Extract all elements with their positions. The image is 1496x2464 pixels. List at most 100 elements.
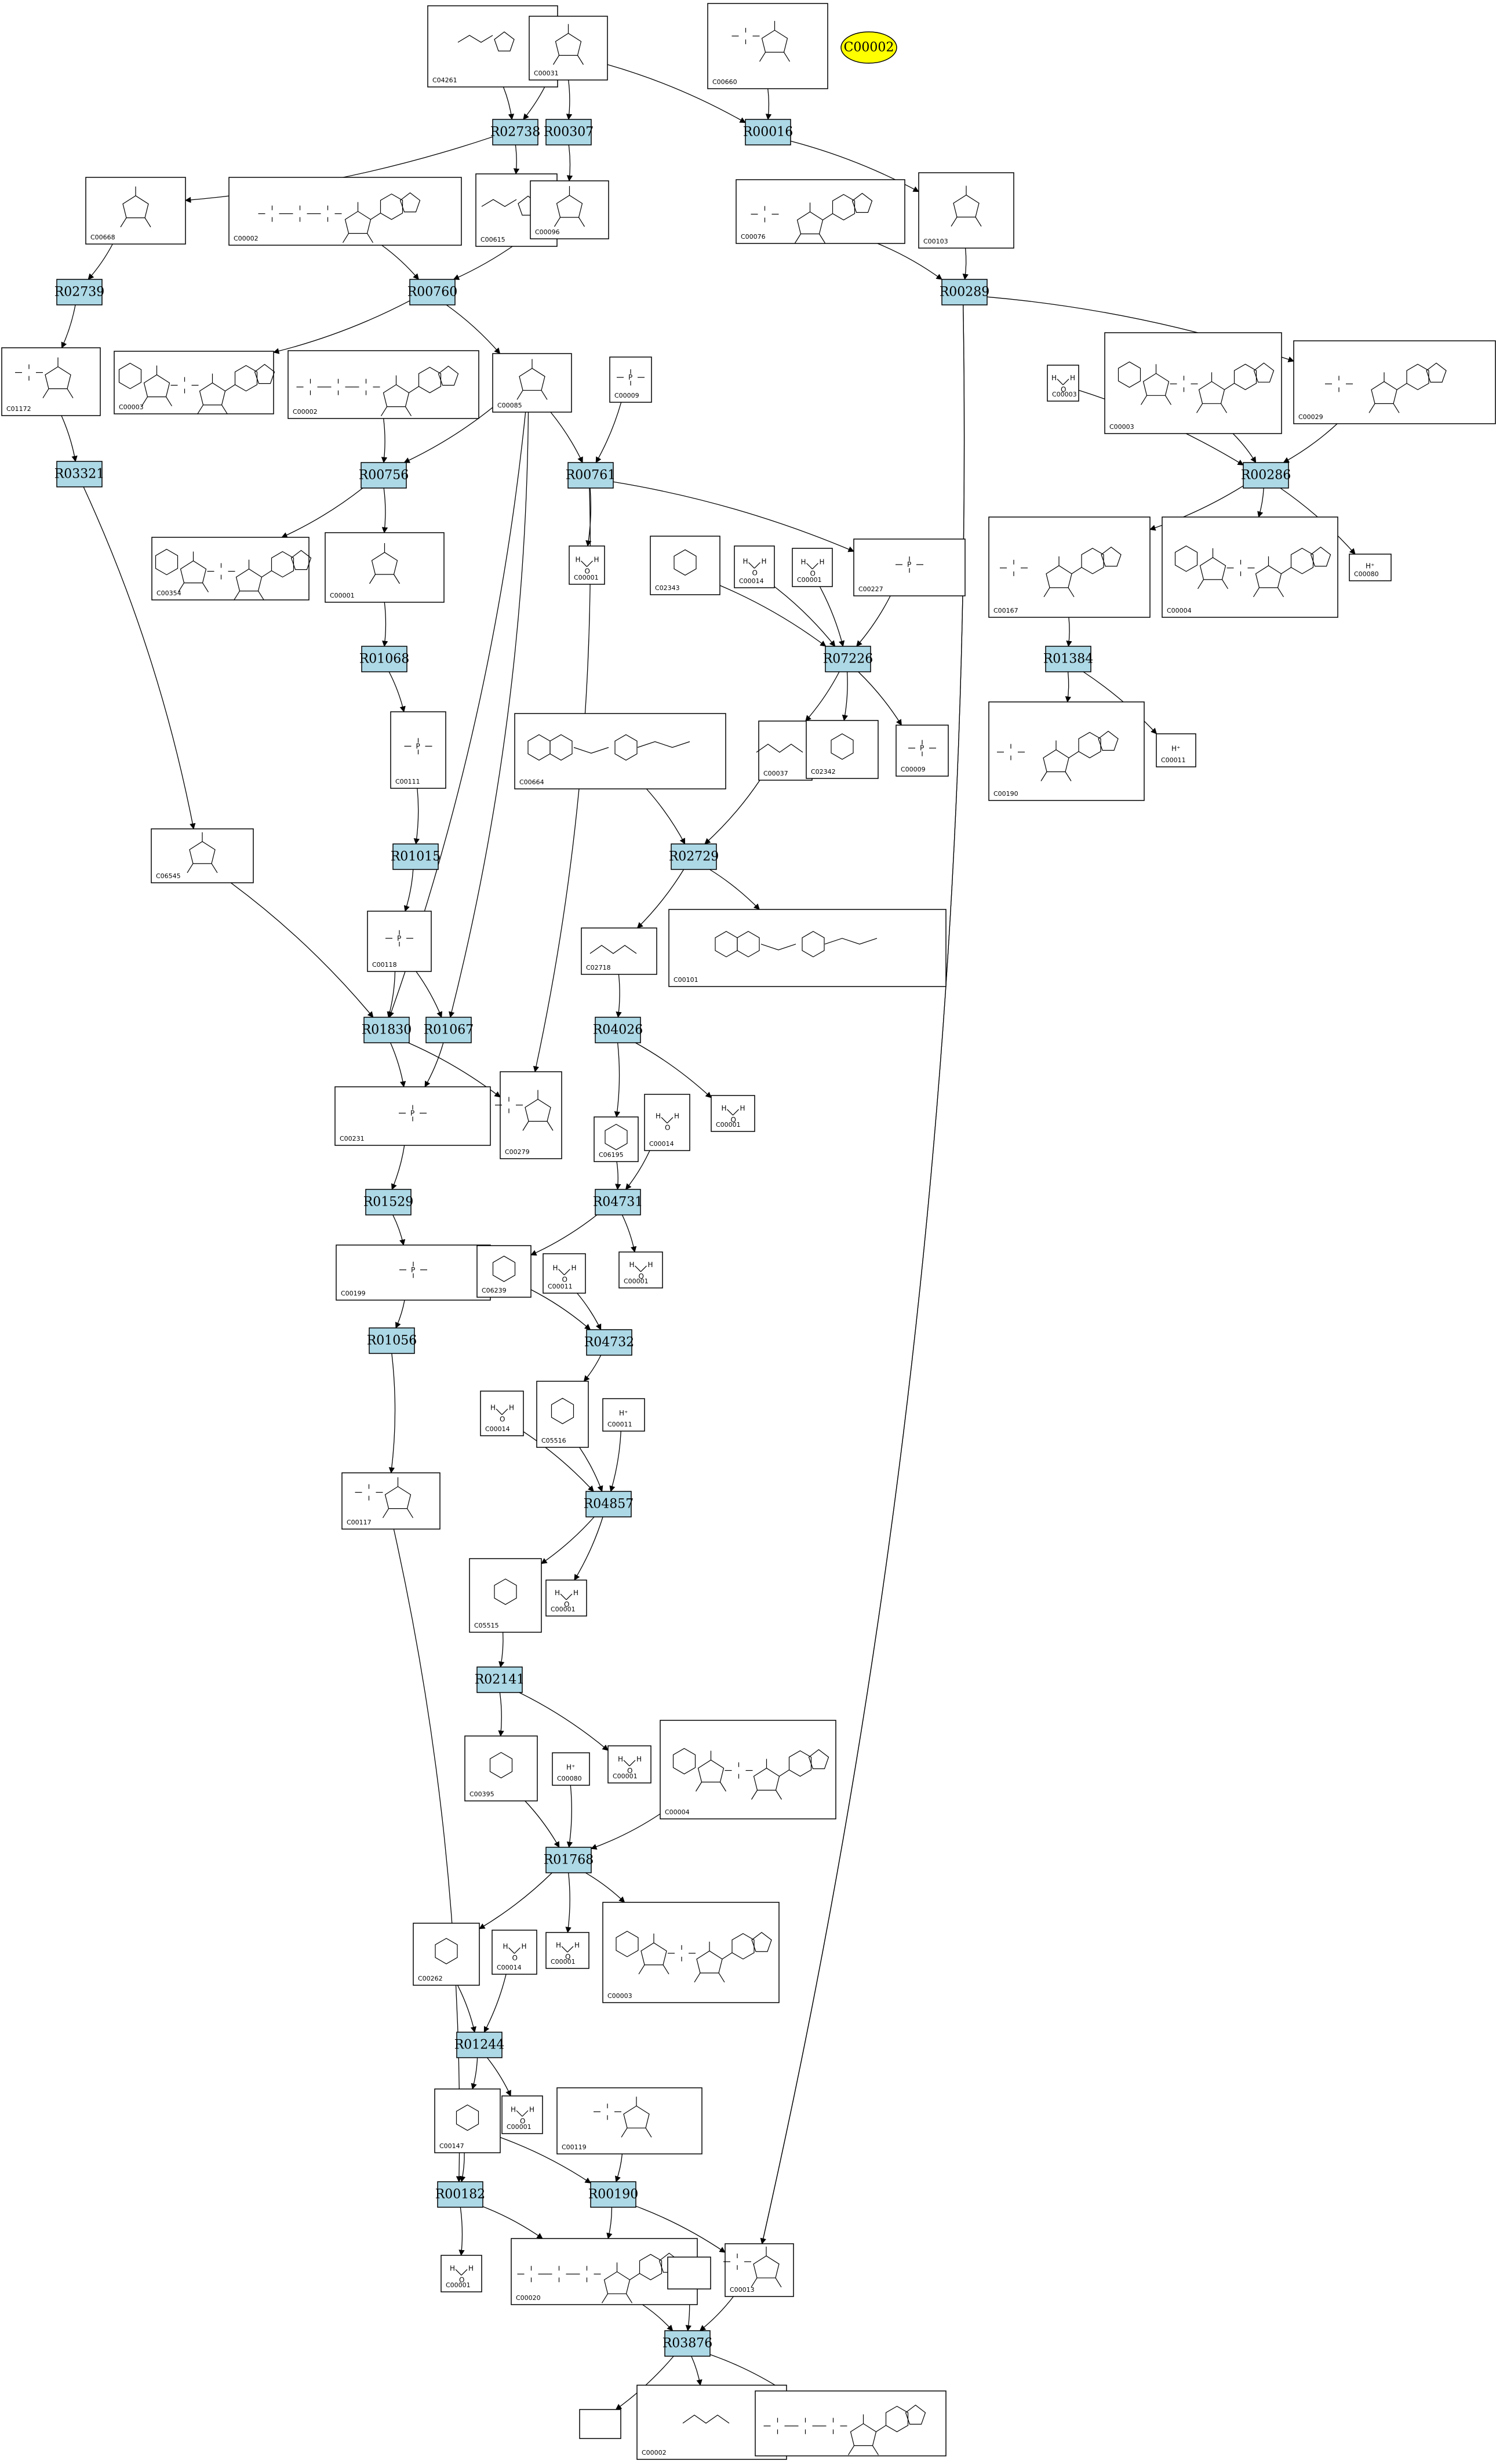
reaction-box[interactable] [567,462,614,489]
reaction-node[interactable]: R00286 [1241,462,1291,489]
compound-node[interactable]: C00029 [1293,340,1496,424]
reaction-node[interactable]: R00307 [544,119,594,145]
compound-box[interactable] [806,720,879,779]
compound-box[interactable] [667,2256,711,2290]
compound-box[interactable] [644,1094,690,1151]
reaction-box[interactable] [56,279,103,305]
reaction-box[interactable] [664,2330,711,2357]
compound-node[interactable]: C05515 [469,1558,542,1633]
compound-box[interactable] [755,2390,947,2456]
reaction-node[interactable]: R01067 [424,1017,474,1043]
reaction-node[interactable]: R04731 [593,1189,643,1215]
reaction-box[interactable] [825,646,871,672]
compound-node[interactable]: C00004 [1162,516,1338,618]
compound-box[interactable] [552,1752,590,1786]
compound-box[interactable] [500,1071,562,1159]
compound-box[interactable] [1349,554,1392,581]
reaction-box[interactable] [476,1666,523,1693]
reaction-node[interactable]: R04857 [584,1491,634,1517]
compound-node[interactable]: C00001 [325,532,445,603]
reaction-node[interactable]: R02141 [475,1666,525,1693]
compound-node[interactable]: C00076 [736,179,905,244]
compound-node[interactable]: C00003 [114,351,275,414]
compound-node[interactable] [667,2256,711,2290]
reaction-node[interactable]: R00182 [435,2181,486,2208]
reaction-node[interactable]: R02739 [54,279,105,305]
reaction-box[interactable] [361,646,407,672]
reaction-box[interactable] [590,2181,636,2208]
reaction-box[interactable] [1243,462,1289,489]
compound-node[interactable]: C00020 [511,2238,698,2305]
compound-node[interactable] [579,2409,621,2439]
compound-box[interactable] [464,1735,538,1801]
compound-box[interactable] [545,1932,589,1969]
reaction-box[interactable] [545,1847,592,1873]
compound-node[interactable]: C01172 [1,347,101,416]
compound-node[interactable]: C06239 [476,1245,532,1298]
compound-box[interactable] [711,1095,755,1132]
compound-box[interactable] [707,3,828,89]
compound-box[interactable] [609,356,652,403]
reaction-box[interactable] [56,461,103,487]
compound-box[interactable] [896,725,949,777]
compound-box[interactable] [545,1579,587,1617]
reaction-box[interactable] [745,119,791,145]
reaction-node[interactable]: R00190 [588,2181,639,2208]
compound-box[interactable] [650,536,720,595]
compound-box[interactable] [1293,340,1496,424]
reaction-node[interactable]: R02738 [490,119,541,145]
compound-node[interactable] [755,2390,947,2456]
reaction-box[interactable] [437,2181,483,2208]
compound-box[interactable] [492,1930,537,1975]
compound-box[interactable] [660,1720,836,1819]
highlight-node-ellipse[interactable] [840,31,897,64]
compound-box[interactable] [988,701,1145,801]
compound-box[interactable] [511,2238,698,2305]
compound-box[interactable] [441,2255,482,2292]
compound-box[interactable] [151,537,310,600]
compound-box[interactable] [569,545,605,585]
compound-node[interactable]: C00013 [723,2243,794,2297]
compound-box[interactable] [668,909,947,987]
reaction-node[interactable]: R07226 [823,646,873,672]
compound-node[interactable]: C00002 [287,350,479,419]
reaction-box[interactable] [369,1327,415,1354]
compound-node[interactable]: C00002 [228,177,462,246]
reaction-box[interactable] [595,1017,641,1043]
reaction-node[interactable]: R01056 [367,1327,417,1354]
compound-box[interactable] [1,347,101,416]
reaction-node[interactable]: R00760 [407,279,458,305]
reaction-box[interactable] [671,843,717,870]
compound-box[interactable] [1047,365,1079,402]
reaction-node[interactable]: R00016 [743,119,794,145]
reaction-node[interactable]: R01015 [391,843,441,870]
reaction-node[interactable]: R01830 [362,1017,412,1043]
compound-box[interactable] [602,1902,780,2003]
compound-box[interactable] [607,1745,651,1784]
compound-node[interactable]: C06545 [151,828,254,883]
compound-box[interactable] [988,516,1151,618]
compound-node[interactable]: C00664 [514,713,726,789]
reaction-node[interactable]: R01068 [359,646,410,672]
reaction-box[interactable] [586,1329,632,1356]
compound-node[interactable]: C02342 [806,720,879,779]
compound-box[interactable] [918,172,1014,249]
compound-node[interactable]: C00004 [660,1720,836,1819]
compound-box[interactable] [758,720,813,781]
compound-box[interactable] [734,545,775,588]
compound-node[interactable]: C00395 [464,1735,538,1801]
compound-box[interactable] [476,1245,532,1298]
